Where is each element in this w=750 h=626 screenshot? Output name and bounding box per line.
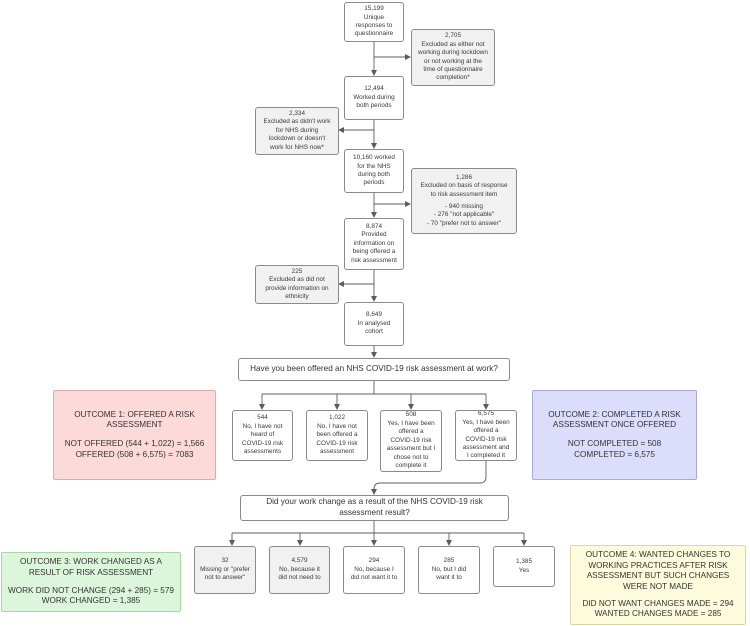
node-provided-information: 8,874 Provided information on being offe… <box>344 218 404 270</box>
answer-not-heard: 544 No, I have not heard of COVID-19 ris… <box>232 410 293 461</box>
node-worked-both-periods: 12,494 Worked during both periods <box>344 76 404 120</box>
node-excluded-not-working: 2,705 Excluded as either not working dur… <box>411 29 495 86</box>
node-nhs-both-periods: 10,160 worked for the NHS during both pe… <box>344 149 404 193</box>
answer-missing: 32 Missing or "prefer not to answer" <box>194 546 256 594</box>
node-excluded-ethnicity: 225 Excluded as did not provide informat… <box>255 265 339 304</box>
edge-q1-branch <box>262 381 486 395</box>
answer-not-offered: 1,022 No, I have not been offered a COVI… <box>306 410 368 461</box>
outcome-4-wanted-changes: OUTCOME 4: WANTED CHANGES TO WORKING PRA… <box>570 545 746 625</box>
count: 15,199 <box>364 5 384 13</box>
answer-offered-not-completed: 508 Yes, I have been offered a COVID-19 … <box>380 410 442 472</box>
edge-q2-branch <box>232 521 524 534</box>
answer-yes: 1,385 Yes <box>493 546 555 587</box>
answer-did-not-want: 294 No, because I did not want it to <box>343 546 405 594</box>
node-excluded-nhs: 2,334 Excluded as didn't work for NHS du… <box>255 107 339 155</box>
question-work-changed: Did your work change as a result of the … <box>240 495 509 521</box>
answer-completed: 6,575 Yes, I have been offered a COVID-1… <box>455 410 517 461</box>
outcome-2-completed: OUTCOME 2: COMPLETED A RISK ASSESSMENT O… <box>532 390 697 480</box>
outcome-1-offered: OUTCOME 1: OFFERED A RISK ASSESSMENT NOT… <box>53 390 216 480</box>
answer-did-want: 285 No, but I did want it to <box>418 546 480 594</box>
node-responses: 15,199 Unique responses to questionnaire <box>344 2 404 42</box>
outcome-3-work-changed: OUTCOME 3: WORK CHANGED AS A RESULT OF R… <box>1 552 181 612</box>
node-excluded-risk-item: 1,286 Excluded on basis of response to r… <box>411 168 517 234</box>
node-analysed-cohort: 8,649 In analysed cohort <box>344 302 404 346</box>
answer-no-need: 4,579 No, because it did not need to <box>269 546 330 594</box>
question-offered-risk-assessment: Have you been offered an NHS COVID-19 ri… <box>238 358 510 381</box>
